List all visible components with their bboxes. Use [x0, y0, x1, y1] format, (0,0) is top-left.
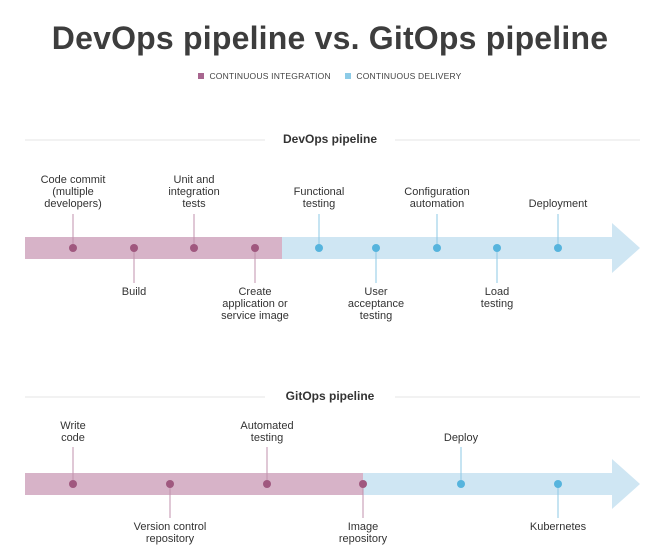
devops-stage-dot: [130, 244, 138, 252]
legend-swatch-ci: [198, 73, 205, 79]
legend-label-ci: CONTINUOUS INTEGRATION: [209, 71, 331, 81]
devops-stage-label: User acceptance testing: [347, 286, 405, 322]
devops-stage-label: Unit and integration tests: [168, 174, 220, 210]
devops-stage-dot: [372, 244, 380, 252]
legend-item-cd: CONTINUOUS DELIVERY: [345, 71, 461, 81]
legend-item-ci: CONTINUOUS INTEGRATION: [198, 71, 331, 81]
devops-stage-label: Load testing: [480, 286, 514, 310]
gitops-stage-label: Deploy: [443, 432, 479, 444]
devops-stage-dot: [190, 244, 198, 252]
gitops-stage-dot: [554, 480, 562, 488]
devops-stage-dot: [69, 244, 77, 252]
gitops-stage-dot: [457, 480, 465, 488]
devops-cd-arrow: [282, 223, 640, 273]
devops-stage-dot: [433, 244, 441, 252]
devops-stage-label: Code commit (multiple developers): [40, 174, 106, 210]
gitops-ci-bar: [25, 473, 363, 495]
devops-stage-label: Create application or service image: [221, 286, 289, 322]
gitops-cd-arrow: [363, 459, 640, 509]
devops-stage-dot: [315, 244, 323, 252]
devops-stage-dot: [251, 244, 259, 252]
devops-stage-label: Deployment: [528, 198, 588, 210]
legend-swatch-cd: [345, 73, 352, 79]
gitops-stage-label: Automated testing: [240, 420, 294, 444]
gitops-stage-label: Kubernetes: [529, 521, 587, 533]
gitops-section-title: GitOps pipeline: [265, 389, 395, 403]
gitops-stage-label: Image repository: [338, 521, 388, 545]
gitops-stage-label: Write code: [60, 420, 86, 444]
legend: CONTINUOUS INTEGRATION CONTINUOUS DELIVE…: [0, 71, 660, 81]
gitops-stage-dot: [263, 480, 271, 488]
legend-label-cd: CONTINUOUS DELIVERY: [356, 71, 462, 81]
gitops-stage-dot: [166, 480, 174, 488]
gitops-stage-label: Version control repository: [133, 521, 207, 545]
devops-stage-label: Configuration automation: [404, 186, 470, 210]
devops-stage-label: Build: [121, 286, 147, 298]
devops-stage-label: Functional testing: [293, 186, 345, 210]
devops-section-title: DevOps pipeline: [265, 132, 395, 146]
devops-ci-bar: [25, 237, 282, 259]
devops-stage-dot: [554, 244, 562, 252]
gitops-stage-dot: [69, 480, 77, 488]
gitops-stage-dot: [359, 480, 367, 488]
page-title: DevOps pipeline vs. GitOps pipeline: [51, 20, 609, 56]
devops-stage-dot: [493, 244, 501, 252]
